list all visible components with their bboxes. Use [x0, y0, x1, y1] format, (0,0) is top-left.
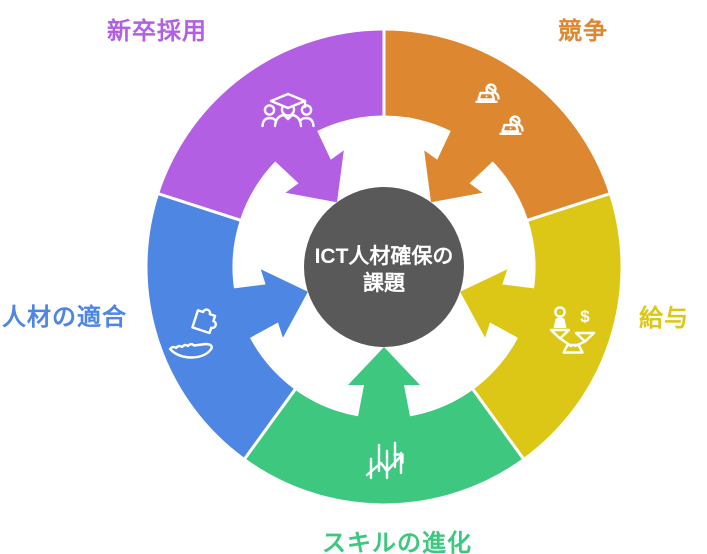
center-title-line1: ICT人材確保の: [315, 244, 454, 268]
hand-puzzle-icon: [168, 308, 217, 359]
center-circle: [304, 187, 464, 347]
svg-text:$: $: [580, 307, 590, 326]
label-jinzai-tekigo: 人材の適合: [2, 304, 127, 331]
segment-skill-shinka: [242, 386, 526, 507]
arrow-jinzai-tekigo: [223, 269, 308, 344]
skills-growth-icon: [365, 441, 404, 480]
segment-jinzai-tekigo: [144, 191, 298, 462]
segment-kyuyo: [470, 191, 624, 462]
segment-shinsotsu-saiyo: [155, 27, 386, 223]
arrow-kyoso: [424, 121, 501, 203]
inward-arrows: [223, 121, 545, 427]
arrow-kyuyo: [460, 269, 545, 344]
graduation-group-icon: [261, 92, 315, 128]
label-shinsotsu-saiyo: 新卒採用: [107, 18, 207, 45]
segment-kyoso: [382, 27, 613, 223]
label-kyuyo: 給与: [639, 305, 689, 332]
label-kyoso: 競争: [558, 18, 608, 45]
center-title-line2: 課題: [363, 271, 406, 295]
segment-icons: $: [168, 83, 596, 480]
salary-balance-icon: $: [549, 306, 596, 354]
workers-laptops-icon: [475, 83, 524, 135]
arrow-shinsotsu-saiyo: [267, 121, 344, 203]
ring-segments: [144, 27, 624, 507]
arrow-skill-shinka: [348, 347, 420, 427]
label-skill-shinka: スキルの進化: [322, 530, 472, 554]
